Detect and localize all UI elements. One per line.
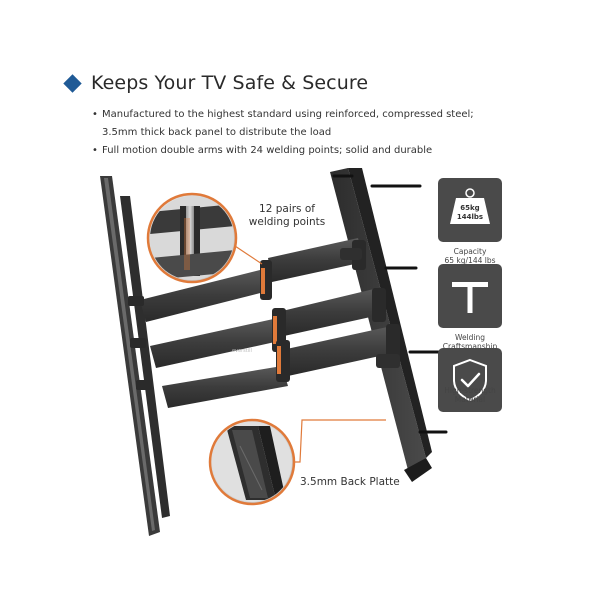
wall-plate [330, 168, 432, 482]
welding-t-icon [452, 282, 488, 313]
bullet-item: Full motion double arms with 24 welding … [92, 142, 474, 160]
welding-feature-tile [438, 264, 502, 328]
welding-caption: Welding Craftsmanship [434, 333, 506, 351]
capacity-caption-line2: 65 kg/144 lbs [444, 256, 496, 265]
arm-connectors [340, 248, 400, 368]
lower-arm [162, 324, 400, 408]
section-header: Keeps Your TV Safe & Secure [63, 72, 369, 94]
middle-arm [150, 288, 386, 368]
welding-caption-line1: Welding [454, 333, 486, 342]
feature-bullet-list: Manufactured to the highest standard usi… [92, 106, 474, 160]
weight-capacity-icon: 65kg 144lbs [450, 188, 490, 224]
capacity-badge-kg: 65kg [460, 204, 479, 212]
bullet-item: Manufactured to the highest standard usi… [92, 106, 474, 124]
welding-points-label: 12 pairs of welding points [232, 203, 342, 229]
bullet-item-continuation: 3.5mm thick back panel to distribute the… [102, 127, 332, 138]
brand-mark: everstill [232, 348, 252, 354]
page-title: Keeps Your TV Safe & Secure [91, 72, 369, 94]
capacity-caption-line1: Capacity [453, 247, 487, 256]
capacity-feature-tile: 65kg 144lbs [438, 178, 502, 242]
shield-check-icon [453, 358, 487, 402]
back-plate-label: 3.5mm Back Platte [300, 476, 400, 488]
backplate-closeup-callout [208, 418, 386, 506]
wall-bolts [332, 174, 448, 434]
welding-closeup-callout [146, 192, 263, 284]
capacity-badge-lbs: 144lbs [457, 213, 483, 221]
material-caption-line2: Material [454, 395, 486, 404]
welding-label-line2: welding points [248, 216, 326, 228]
upper-arm [140, 238, 366, 322]
tv-bracket-details [128, 296, 152, 390]
welding-caption-line2: Craftsmanship [442, 342, 498, 351]
tv-rail [100, 176, 170, 536]
welding-label-line1: 12 pairs of [259, 203, 315, 215]
capacity-caption: Capacity 65 kg/144 lbs [434, 247, 506, 265]
material-feature-tile [438, 348, 502, 412]
material-caption-line1: High-strength [444, 386, 496, 395]
material-caption: High-strength Material [434, 386, 506, 404]
